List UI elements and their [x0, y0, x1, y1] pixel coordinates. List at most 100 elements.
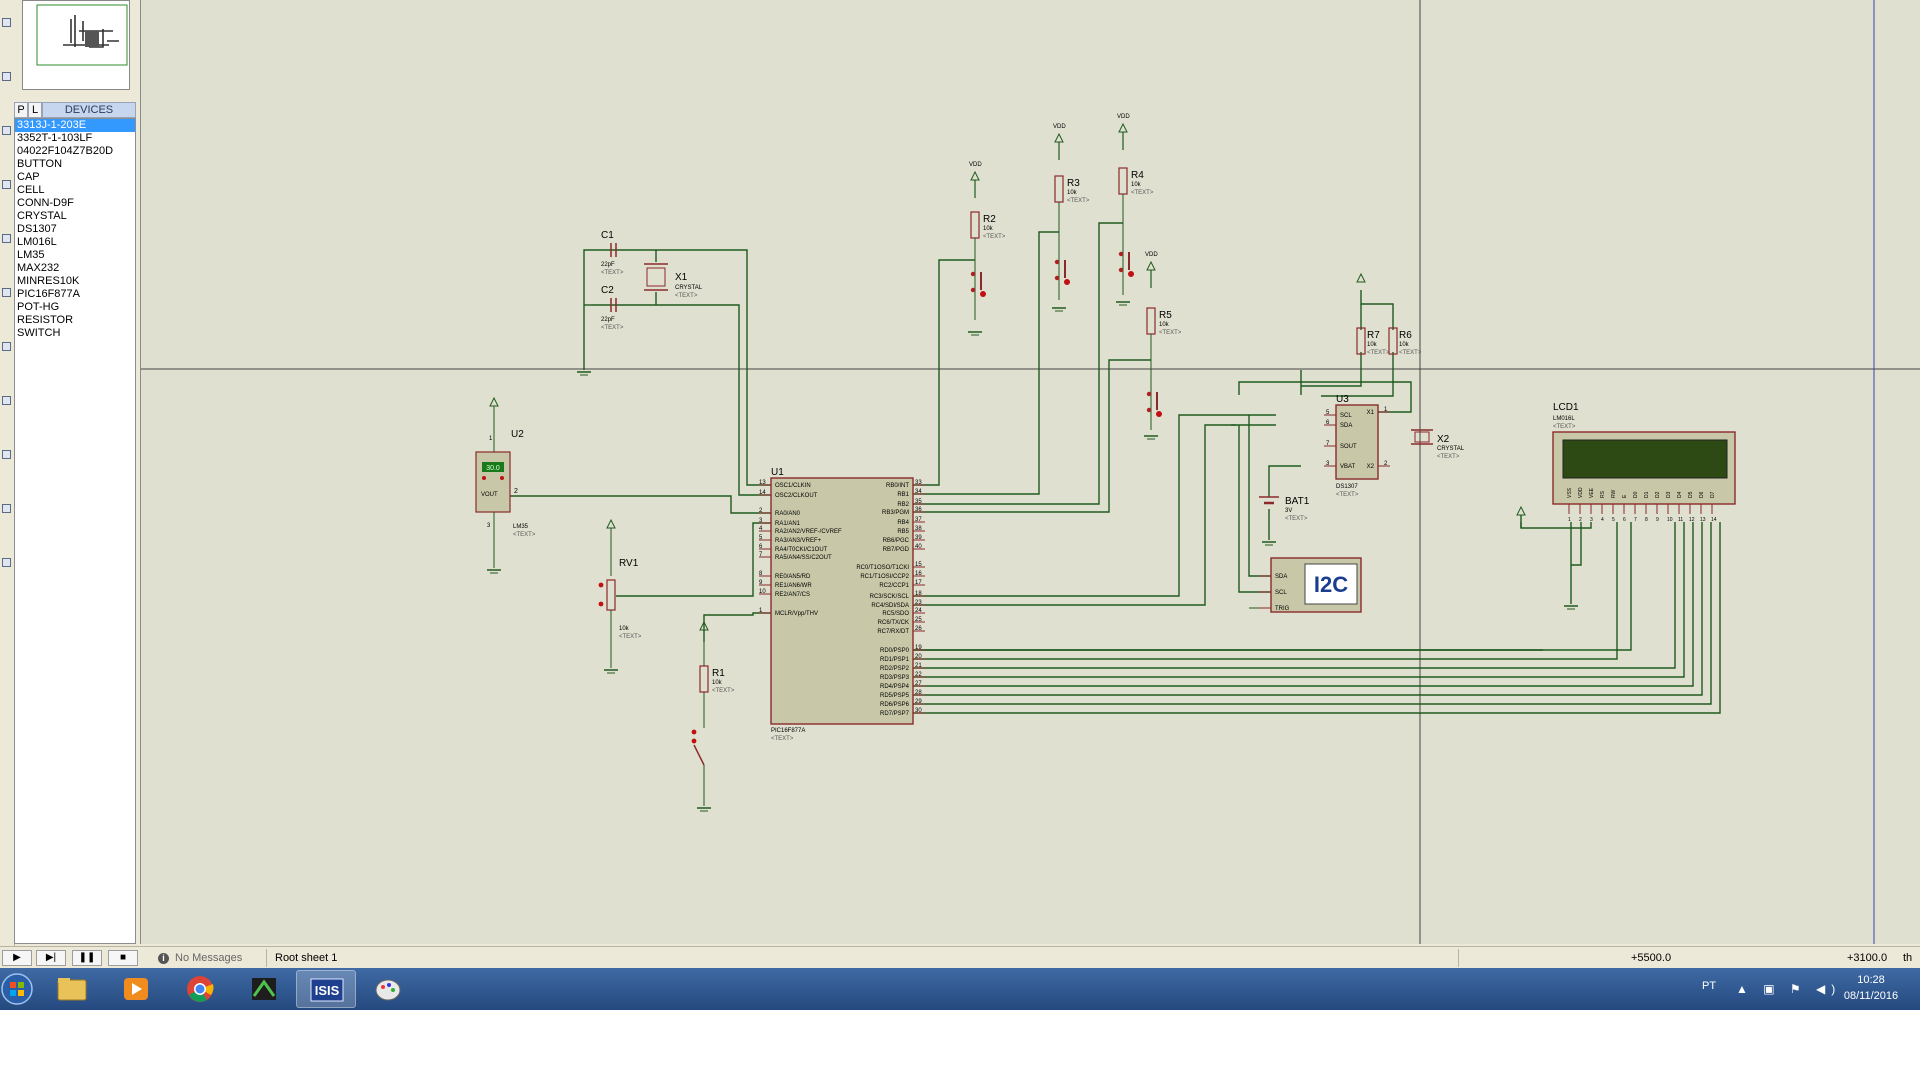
- text-tag: <TEXT>: [1437, 454, 1460, 460]
- play-button[interactable]: ▶: [2, 950, 32, 966]
- overview-window[interactable]: [22, 0, 130, 90]
- start-button[interactable]: [0, 970, 36, 1008]
- device-tabs: P L DEVICES: [14, 102, 136, 118]
- u1-pin-number: 16: [915, 571, 922, 577]
- u1-pin-number: 4: [759, 526, 763, 532]
- junction-tool-icon[interactable]: [2, 126, 11, 135]
- tab-pick-devices[interactable]: P: [14, 102, 28, 118]
- lcd-pin-number: 5: [1612, 517, 1615, 523]
- text-tag: <TEXT>: [1067, 198, 1090, 204]
- u1-pin-label: RA5/AN4/SS/C2OUT: [775, 555, 832, 561]
- selection-tool-icon[interactable]: [2, 18, 11, 27]
- device-item[interactable]: MINRES10K: [17, 275, 80, 287]
- clock-time[interactable]: 10:28: [1857, 974, 1885, 986]
- u1-pin-label: RC0/T1OSO/T1CKI: [856, 565, 909, 571]
- device-item[interactable]: PIC16F877A: [17, 288, 80, 300]
- lcd-pin-number: 8: [1645, 517, 1648, 523]
- u1-pin-label: RA3/AN3/VREF+: [775, 538, 822, 544]
- u1-pin-number: 26: [915, 626, 922, 632]
- paint-icon[interactable]: [358, 970, 418, 1008]
- u3-pin-number: 2: [1384, 461, 1388, 467]
- graph-tool-icon[interactable]: [2, 396, 11, 405]
- wire-label-tool-icon[interactable]: [2, 180, 11, 189]
- chrome-icon[interactable]: [170, 970, 230, 1008]
- device-item[interactable]: RESISTOR: [17, 314, 74, 326]
- lcd-pin-label: RW: [1611, 489, 1617, 498]
- u3-pin-number: 3: [1326, 461, 1330, 467]
- device-item[interactable]: CELL: [17, 184, 45, 196]
- terminal-tool-icon[interactable]: [2, 342, 11, 351]
- probe-tool-icon[interactable]: [2, 450, 11, 459]
- u1-pin-label: RB2: [897, 502, 909, 508]
- u2-display-value: 30.0: [486, 465, 500, 472]
- clock-date[interactable]: 08/11/2016: [1843, 990, 1899, 1002]
- lcd-pin-label: VSS: [1567, 487, 1573, 498]
- u1-pin-label: RD0/PSP0: [880, 648, 910, 654]
- button-contact: [980, 291, 986, 297]
- text-tag: <TEXT>: [513, 532, 536, 538]
- u1-pin-label: OSC1/CLKIN: [775, 483, 811, 489]
- bus-tool-icon[interactable]: [2, 288, 11, 297]
- text-tag: <TEXT>: [1285, 516, 1308, 522]
- pot-wiper: [598, 582, 604, 588]
- device-item[interactable]: CONN-D9F: [17, 197, 74, 209]
- media-player-icon[interactable]: [106, 970, 166, 1008]
- device-item[interactable]: LM35: [17, 249, 45, 261]
- text-tag: <TEXT>: [983, 234, 1006, 240]
- vdd-label: VDD: [1117, 114, 1130, 120]
- language-indicator[interactable]: PT: [1702, 980, 1717, 992]
- step-button[interactable]: ▶|: [36, 950, 66, 966]
- device-item[interactable]: 3352T-1-103LF: [17, 132, 93, 144]
- power-terminal: [1118, 122, 1128, 133]
- device-item[interactable]: MAX232: [17, 262, 60, 274]
- device-item[interactable]: CRYSTAL: [17, 210, 67, 222]
- devices-header: DEVICES: [42, 102, 136, 118]
- device-item[interactable]: SWITCH: [17, 327, 61, 339]
- lcd-pin-label: D5: [1688, 491, 1694, 498]
- device-item[interactable]: DS1307: [17, 223, 57, 235]
- explorer-icon[interactable]: [42, 970, 102, 1008]
- vdd-label: VDD: [1053, 124, 1066, 130]
- u1-pin-label: RC2/CCP1: [879, 583, 909, 589]
- cap-ref: C1: [601, 230, 614, 241]
- text-tag: <TEXT>: [1159, 330, 1182, 336]
- pause-button[interactable]: ❚❚: [72, 950, 102, 966]
- mirror-tool-icon[interactable]: [2, 558, 11, 567]
- tray-icons[interactable]: ▲ ▣ ⚑ ◀): [1736, 982, 1842, 996]
- device-item[interactable]: POT-HG: [17, 301, 60, 313]
- ares-icon[interactable]: [234, 970, 294, 1008]
- device-item[interactable]: BUTTON: [17, 158, 63, 170]
- u1-part: PIC16F877A: [771, 728, 805, 734]
- u1-pin-number: 23: [915, 600, 922, 606]
- resistor-value: 10k: [1367, 342, 1378, 348]
- resistor-ref: R3: [1067, 178, 1080, 189]
- u1-pin-label: RC5/SDO: [882, 611, 909, 617]
- button-contact: [970, 271, 976, 277]
- tab-libraries[interactable]: L: [28, 102, 42, 118]
- u1-pin-label: RE0/AN5/RD: [775, 574, 811, 580]
- component-tool-icon[interactable]: [2, 72, 11, 81]
- crystal-body: [1414, 431, 1430, 443]
- device-item[interactable]: 04022F104Z7B20D: [17, 145, 114, 157]
- text-script-tool-icon[interactable]: [2, 234, 11, 243]
- stop-button[interactable]: ■: [108, 950, 138, 966]
- u1-pin-label: RD3/PSP3: [880, 675, 910, 681]
- isis-icon[interactable]: ISIS: [296, 970, 356, 1008]
- rotate-tool-icon[interactable]: [2, 504, 11, 513]
- button-contact: [1128, 271, 1134, 277]
- u1-pin-number: 25: [915, 617, 922, 623]
- system-tray: PT ▲ ▣ ⚑ ◀) 10:28 08/11/2016: [1690, 968, 1920, 1010]
- lcd-pin-label: E: [1622, 494, 1628, 498]
- device-item[interactable]: CAP: [17, 171, 40, 183]
- u1-pin-number: 21: [915, 663, 922, 669]
- lcd-part: LM016L: [1553, 416, 1575, 422]
- lcd-pin-number: 14: [1711, 517, 1717, 523]
- device-item[interactable]: LM016L: [17, 236, 57, 248]
- battery-ref: BAT1: [1285, 496, 1310, 507]
- device-item[interactable]: 3313J-1-203E: [15, 119, 135, 132]
